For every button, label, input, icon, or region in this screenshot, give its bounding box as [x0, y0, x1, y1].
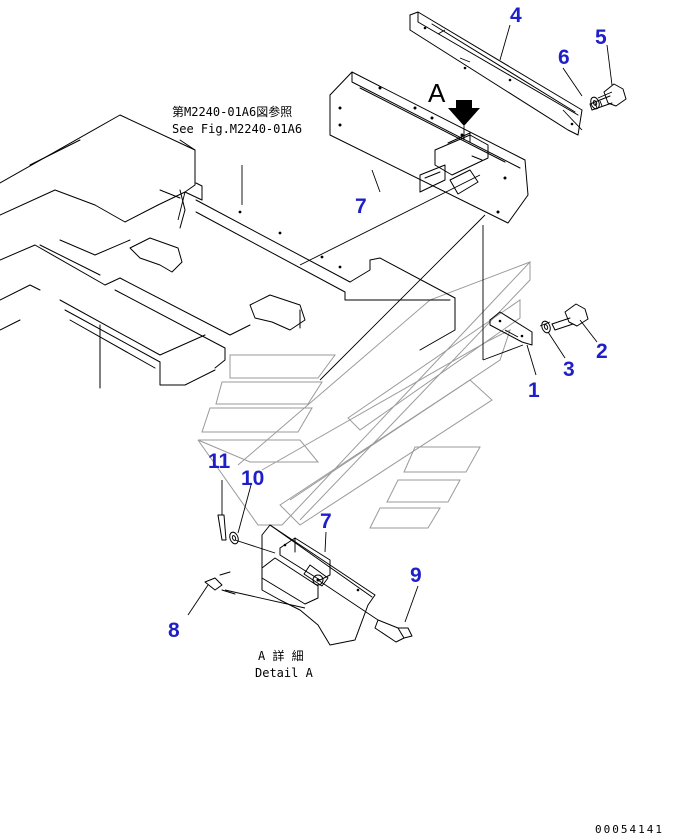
- callout-4: 4: [510, 4, 522, 27]
- cotter-pin-11: [217, 480, 227, 541]
- bar-4: [409, 11, 583, 136]
- callout-10: 10: [241, 467, 264, 490]
- view-label: A: [428, 78, 446, 108]
- callout-11: 11: [208, 450, 231, 473]
- view-arrow-a: [448, 100, 480, 140]
- callout-9: 9: [410, 564, 422, 587]
- callout-7-detail: 7: [320, 510, 332, 533]
- detail-label-jp: A 詳 細: [258, 648, 304, 663]
- detail-label-en: Detail A: [255, 666, 314, 680]
- washer-3: [541, 320, 551, 334]
- reference-note-en: See Fig.M2240-01A6: [172, 122, 302, 136]
- bracket-1: [489, 311, 533, 346]
- washer-6: [590, 96, 600, 110]
- callout-8: 8: [168, 619, 180, 642]
- callout-3: 3: [563, 358, 575, 381]
- callout-7-top: 7: [355, 195, 367, 218]
- callout-6: 6: [558, 46, 570, 69]
- callout-leaders: [187, 24, 613, 623]
- washer-10: [229, 531, 239, 545]
- callout-5: 5: [595, 26, 607, 49]
- bolt-5: [589, 83, 627, 111]
- callout-1: 1: [528, 379, 540, 402]
- bolt-2: [551, 303, 589, 331]
- detail-a-assembly: [224, 524, 379, 646]
- callout-2: 2: [596, 340, 608, 363]
- reference-note-jp: 第M2240-01A6図参照: [172, 104, 292, 119]
- machine-body: [0, 114, 456, 389]
- pin-9: [374, 619, 413, 643]
- spring-pin-8: [204, 571, 236, 595]
- drawing-code: 00054141: [595, 823, 664, 836]
- down-arrow-icon: [448, 100, 480, 126]
